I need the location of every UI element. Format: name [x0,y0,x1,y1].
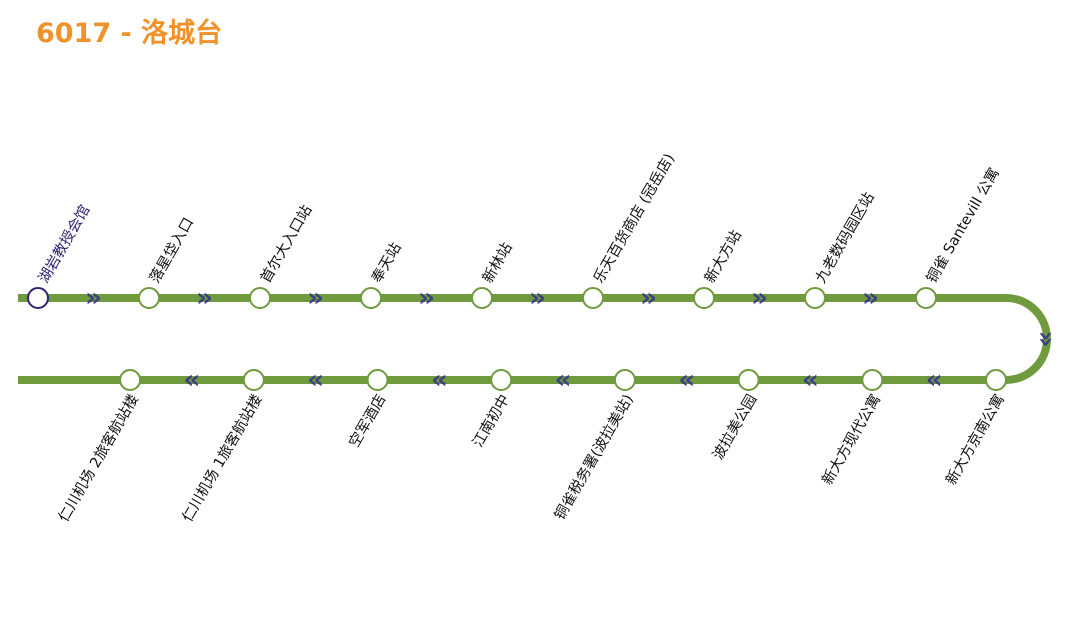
forward-arrow-icon: » [529,283,546,313]
stop-marker-return-4[interactable] [490,369,513,391]
stop-label-return-2: 波拉美公园 [710,392,761,463]
backward-arrow-icon: « [184,365,201,395]
forward-arrow-icon: » [640,283,657,313]
stop-marker-outbound-3[interactable] [360,287,382,309]
direction-arrows: » » » » » » » » » « « « « « « « [85,283,1061,395]
stop-label-outbound-3: 奉天站 [368,240,404,286]
stop-marker-return-6[interactable] [242,369,265,391]
stop-marker-outbound-4[interactable] [471,287,493,309]
stop-marker-outbound-6[interactable] [693,287,715,309]
stop-marker-outbound-8[interactable] [915,287,937,309]
forward-arrow-icon: » [862,283,879,313]
down-arrow-icon: » [1031,331,1061,348]
stop-marker-return-7[interactable] [119,369,142,391]
stop-label-outbound-7: 九老数码园区站 [812,190,877,286]
stop-label-return-1: 新大方现代公寓 [818,391,884,488]
stops [27,287,1007,391]
backward-arrow-icon: « [555,365,572,395]
route-title: 6017 - 洛城台 [36,18,223,49]
stop-label-return-4: 江南初中 [469,392,513,451]
forward-arrow-icon: » [418,283,435,313]
stop-label-return-3: 铜雀税务署(波拉美站) [551,392,637,523]
forward-arrow-icon: » [85,283,102,313]
stop-label-return-5: 空军酒店 [346,392,390,451]
backward-arrow-icon: « [926,365,943,395]
forward-arrow-icon: » [307,283,324,313]
backward-arrow-icon: « [431,365,448,395]
stop-marker-return-0[interactable] [985,369,1007,391]
stop-label-return-7: 仁川机场 2旅客航站楼 [55,392,142,526]
stop-label-outbound-2: 首尔大入口站 [257,202,315,286]
stop-label-outbound-8: 铜雀 Santevill 公寓 [922,165,1002,286]
stop-marker-return-3[interactable] [613,369,636,391]
stop-marker-return-2[interactable] [737,369,760,391]
stop-label-return-6: 仁川机场 1旅客航站楼 [179,392,266,526]
backward-arrow-icon: « [307,365,324,395]
stop-label-outbound-0: 湖岩教授会馆 [35,202,93,286]
stop-label-outbound-1: 落星垈入口 [146,215,197,286]
forward-arrow-icon: » [196,283,213,313]
stop-label-outbound-5: 乐天百货商店 (冠岳店) [590,151,678,286]
stop-marker-return-5[interactable] [366,369,389,391]
backward-arrow-icon: « [678,365,695,395]
stop-label-outbound-6: 新大方站 [701,227,745,286]
stop-label-return-0: 新大方京南公寓 [942,391,1008,488]
stop-labels: 湖岩教授会馆 落星垈入口 首尔大入口站 奉天站 新林站 乐天百货商店 (冠岳店) 新大方站 九… [35,151,1008,525]
current-stop-marker-outbound-0[interactable] [27,287,49,309]
stop-marker-outbound-5[interactable] [582,287,604,309]
stop-marker-outbound-7[interactable] [804,287,826,309]
stop-label-outbound-4: 新林站 [479,240,515,286]
stop-marker-return-1[interactable] [861,369,884,391]
forward-arrow-icon: » [751,283,768,313]
backward-arrow-icon: « [802,365,819,395]
stop-marker-outbound-1[interactable] [138,287,160,309]
stop-marker-outbound-2[interactable] [249,287,271,309]
route-line [18,294,1051,384]
